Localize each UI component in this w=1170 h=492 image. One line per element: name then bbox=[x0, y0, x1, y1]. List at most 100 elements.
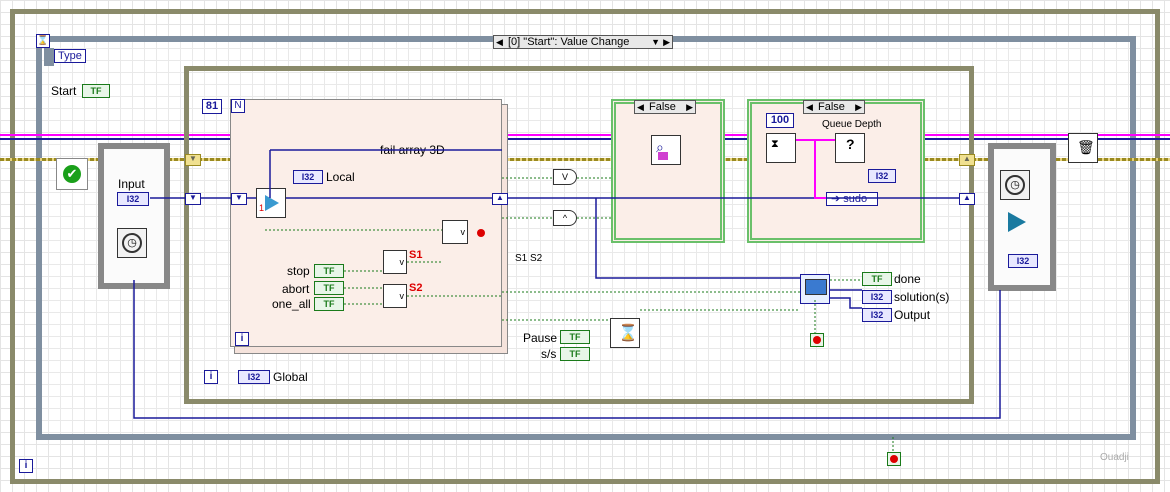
case-2-selector-label: False bbox=[818, 101, 845, 113]
sudo-arrow-icon: ➔ bbox=[831, 193, 841, 205]
one-all-terminal[interactable]: TF bbox=[314, 297, 344, 311]
search-subvi[interactable]: ⌕ bbox=[651, 135, 681, 165]
done-label: done bbox=[894, 272, 921, 286]
start-label: Start bbox=[51, 84, 77, 98]
queue-size-constant[interactable]: 100 bbox=[766, 113, 794, 128]
case-1-right-icon[interactable]: ▶ bbox=[686, 102, 693, 112]
local-terminal: I32 bbox=[293, 170, 323, 184]
tunnel-right: ▲ bbox=[492, 193, 508, 205]
queue-depth-label: Queue Depth bbox=[822, 119, 882, 130]
while-loop-iteration: i bbox=[204, 370, 218, 384]
loop-count-terminal: N bbox=[231, 99, 245, 113]
abort-terminal[interactable]: TF bbox=[314, 281, 344, 295]
queue-status-subvi[interactable]: ? bbox=[835, 133, 865, 163]
input-label: Input bbox=[118, 177, 145, 191]
queue-pink-wire bbox=[796, 139, 835, 199]
case-1-selector[interactable]: ◀ False ▶ bbox=[634, 100, 696, 114]
tunnel-left: ▼ bbox=[185, 193, 201, 205]
solution-terminal: I32 bbox=[862, 290, 892, 304]
stop-label: stop bbox=[287, 264, 310, 278]
watermark: Ouadji bbox=[1100, 452, 1129, 463]
selector-left-arrow-icon[interactable]: ◀ bbox=[496, 37, 503, 47]
and-gate[interactable]: ^ bbox=[553, 210, 577, 226]
done-wire bbox=[814, 279, 862, 333]
play-icon bbox=[265, 195, 279, 211]
right-i32-terminal: I32 bbox=[1008, 254, 1038, 268]
for-loop-iteration: i bbox=[235, 332, 249, 346]
type-terminal[interactable]: Type bbox=[54, 49, 86, 63]
s1-s2-wire-labels: S1 S2 bbox=[515, 253, 543, 264]
case-1-selector-label: False bbox=[649, 101, 676, 113]
stop-terminal[interactable]: TF bbox=[314, 264, 344, 278]
outer-stop-icon[interactable] bbox=[887, 452, 901, 466]
abort-label: abort bbox=[282, 282, 310, 296]
cluster-wire bbox=[0, 158, 1170, 161]
trash-icon: 🗑 bbox=[1077, 139, 1095, 155]
shift-register-left: ▼ bbox=[185, 154, 201, 166]
release-queue-subvi[interactable]: 🗑 bbox=[1068, 133, 1098, 163]
event-structure-frame bbox=[36, 36, 1136, 440]
event-structure-hourglass-icon: ⌛ bbox=[36, 34, 50, 48]
output-stop-icon[interactable] bbox=[810, 333, 824, 347]
right-clock-icon: ◷ bbox=[1005, 175, 1025, 195]
right-wait-clock[interactable]: ◷ bbox=[1000, 170, 1030, 200]
done-terminal: TF bbox=[862, 272, 892, 286]
selector-dropdown-icon[interactable]: ▼ bbox=[651, 37, 660, 47]
case-2-right-icon[interactable]: ▶ bbox=[855, 102, 862, 112]
search-icon: ⌕ bbox=[656, 139, 664, 155]
ss-terminal[interactable]: TF bbox=[560, 347, 590, 361]
clock-icon: ◷ bbox=[122, 233, 142, 253]
outer-while-loop bbox=[10, 9, 1160, 484]
local-label: Local bbox=[326, 170, 355, 184]
event-selector[interactable]: ◀ [0] "Start": Value Change ▼ ▶ bbox=[493, 35, 673, 49]
s1-label: S1 bbox=[409, 249, 423, 261]
output-subvi-wire bbox=[595, 198, 862, 309]
one-all-label: one_all bbox=[272, 297, 311, 311]
tunnel-left-2: ▼ bbox=[231, 193, 247, 205]
loop-count-constant[interactable]: 81 bbox=[202, 99, 222, 114]
event-selector-label: [0] "Start": Value Change bbox=[508, 36, 630, 48]
global-label: Global bbox=[273, 370, 308, 384]
select-s1[interactable]: v bbox=[383, 250, 407, 274]
start-terminal[interactable]: TF bbox=[82, 84, 110, 98]
selector-right-arrow-icon[interactable]: ▶ bbox=[663, 37, 670, 47]
init-check-icon: ✔ bbox=[63, 165, 81, 183]
inner-while-loop bbox=[184, 66, 974, 404]
pause-terminal[interactable]: TF bbox=[560, 330, 590, 344]
case-2-selector[interactable]: ◀ False ▶ bbox=[803, 100, 865, 114]
boolean-wires bbox=[265, 177, 800, 321]
input-terminal[interactable]: I32 bbox=[117, 192, 149, 206]
pause-label: Pause bbox=[523, 331, 558, 345]
search-output-glyph bbox=[658, 152, 668, 160]
inner-stop-icon[interactable] bbox=[475, 227, 489, 241]
left-wait-clock[interactable]: ◷ bbox=[117, 228, 147, 258]
case-structure-1 bbox=[611, 99, 725, 243]
outer-loop-iteration: i bbox=[19, 459, 33, 473]
tunnel-right-2: ▲ bbox=[959, 193, 975, 205]
refnum-wire bbox=[0, 138, 1170, 140]
event-data-node bbox=[44, 48, 54, 66]
ss-label: s/s bbox=[541, 347, 557, 361]
sudo-terminal[interactable]: ➔ sudo bbox=[826, 192, 878, 206]
case-1-left-icon[interactable]: ◀ bbox=[637, 102, 644, 112]
queue-depth-terminal: I32 bbox=[868, 169, 896, 183]
init-subvi[interactable]: ✔ bbox=[56, 158, 88, 190]
global-terminal: I32 bbox=[238, 370, 270, 384]
s2-label: S2 bbox=[409, 282, 423, 294]
pause-subvi[interactable]: ⌛ bbox=[610, 318, 640, 348]
local-subvi[interactable]: 1 bbox=[256, 188, 286, 218]
increment-icon bbox=[1008, 212, 1026, 232]
output-loop-wire bbox=[133, 280, 1001, 419]
queue-icon: ⧗ bbox=[771, 138, 779, 150]
subvi-index-glyph: 1 bbox=[259, 203, 265, 213]
error-wire bbox=[0, 134, 1170, 136]
select-stop[interactable]: v bbox=[442, 220, 468, 244]
select-s2[interactable]: v bbox=[383, 284, 407, 308]
or-gate[interactable]: V bbox=[553, 169, 577, 185]
obtain-queue-subvi[interactable]: ⧗ bbox=[766, 133, 796, 163]
case-2-left-icon[interactable]: ◀ bbox=[806, 102, 813, 112]
output-subvi[interactable] bbox=[800, 274, 830, 304]
output-terminal: I32 bbox=[862, 308, 892, 322]
